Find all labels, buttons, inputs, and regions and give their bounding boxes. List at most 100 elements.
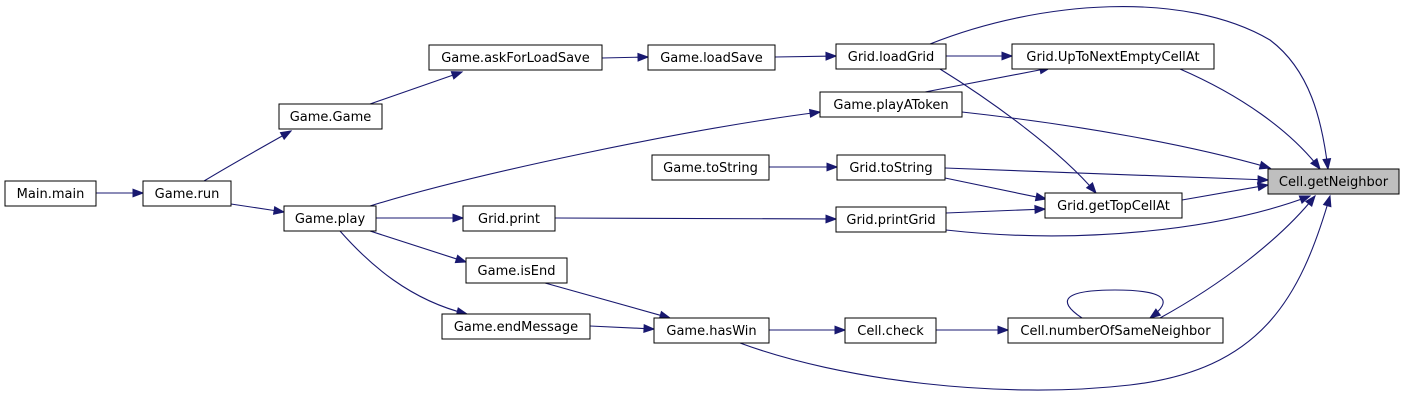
node-box[interactable] xyxy=(462,205,556,232)
node-box[interactable] xyxy=(1267,168,1400,195)
edge-game_toString-to-grid_toString xyxy=(769,162,839,172)
node-label: Game.run xyxy=(155,187,220,202)
node-box[interactable] xyxy=(1007,317,1224,344)
node-label: Cell.getNeighbor xyxy=(1279,175,1389,190)
node-main-main[interactable]: Main.main xyxy=(4,180,97,207)
node-label: Grid.loadGrid xyxy=(848,50,934,65)
node-game-endMessage[interactable]: Game.endMessage xyxy=(441,313,591,340)
arrow-head xyxy=(279,130,293,141)
node-game-hasWin[interactable]: Game.hasWin xyxy=(653,317,770,344)
node-label: Game.loadSave xyxy=(660,51,763,66)
edge-cell_numberOfSameNeighbor-to-cell_getNeighbor xyxy=(1159,194,1316,319)
node-grid-loadGrid[interactable]: Grid.loadGrid xyxy=(835,43,947,70)
arrow-head xyxy=(825,51,838,61)
arrow-head xyxy=(637,52,650,62)
node-grid-toString[interactable]: Grid.toString xyxy=(836,154,946,181)
arrow-head xyxy=(1298,195,1312,204)
node-cell-getNeighbor[interactable]: Cell.getNeighbor xyxy=(1267,168,1400,195)
node-game-isEnd[interactable]: Game.isEnd xyxy=(465,257,568,284)
node-label: Grid.toString xyxy=(849,161,932,176)
node-label: Cell.numberOfSameNeighbor xyxy=(1020,324,1211,339)
edge-grid_getTopCellAt-to-cell_getNeighbor xyxy=(1181,182,1270,201)
node-grid-print[interactable]: Grid.print xyxy=(462,205,556,232)
node-label: Game.hasWin xyxy=(666,324,756,339)
node-box[interactable] xyxy=(835,206,947,233)
node-box[interactable] xyxy=(653,317,770,344)
node-label: Game.toString xyxy=(663,161,758,176)
node-box[interactable] xyxy=(283,205,377,232)
edge-game_loadSave-to-grid_loadGrid xyxy=(774,51,838,61)
edge-grid_printGrid-to-grid_getTopCellAt xyxy=(945,204,1047,214)
arrow-head xyxy=(1304,194,1316,208)
arrow-head xyxy=(809,108,822,118)
node-game-play[interactable]: Game.play xyxy=(283,205,377,232)
edge-game_hasWin-to-cell_check xyxy=(769,325,847,335)
node-box[interactable] xyxy=(142,180,232,207)
node-grid-printGrid[interactable]: Grid.printGrid xyxy=(835,206,947,233)
edge-grid_loadGrid-to-grid_getTopCellAt xyxy=(939,68,1097,195)
node-cell-numberOfSameNeighbor[interactable]: Cell.numberOfSameNeighbor xyxy=(1007,317,1224,344)
node-box[interactable] xyxy=(465,257,568,284)
edge-cell_check-to-cell_numberOfSameNeighbor xyxy=(936,325,1010,335)
node-cell-check[interactable]: Cell.check xyxy=(844,317,937,344)
arrow-head xyxy=(1256,182,1270,192)
node-game-run[interactable]: Game.run xyxy=(142,180,232,207)
arrow-head xyxy=(452,213,465,223)
node-box[interactable] xyxy=(278,103,383,130)
node-box[interactable] xyxy=(836,154,946,181)
node-grid-upToNextEmptyCellAt[interactable]: Grid.UpToNextEmptyCellAt xyxy=(1011,43,1215,70)
arrow-head xyxy=(450,71,464,80)
arrow-head xyxy=(1258,160,1272,170)
edge-grid_print-to-grid_printGrid xyxy=(554,214,838,224)
node-box[interactable] xyxy=(1044,192,1183,219)
node-label: Game.askForLoadSave xyxy=(441,51,590,66)
edge-cell_numberOfSameNeighbor-to-cell_numberOfSameNeighbor xyxy=(1067,289,1164,319)
node-label: Main.main xyxy=(17,187,85,202)
node-label: Grid.UpToNextEmptyCellAt xyxy=(1026,50,1199,65)
edge-game_playAToken-to-grid_upToNextEmptyCellAt xyxy=(924,65,1052,93)
edge-game_askForLoadSave-to-game_loadSave xyxy=(601,52,650,62)
node-box[interactable] xyxy=(4,180,97,207)
edge-grid_printGrid-to-cell_getNeighbor xyxy=(945,195,1312,237)
node-box[interactable] xyxy=(844,317,937,344)
edge-grid_toString-to-cell_getNeighbor xyxy=(944,167,1270,185)
arrow-head xyxy=(1148,308,1162,319)
node-box[interactable] xyxy=(647,44,776,71)
edge-game_run-to-game_game xyxy=(203,130,293,182)
node-box[interactable] xyxy=(428,44,603,71)
node-grid-getTopCellAt[interactable]: Grid.getTopCellAt xyxy=(1044,192,1183,219)
edge-game_play-to-game_playAToken xyxy=(369,108,822,207)
edge-game_endMessage-to-game_hasWin xyxy=(589,323,656,334)
node-label: Game.Game xyxy=(290,110,372,125)
arrow-head xyxy=(826,162,839,172)
edge-grid_toString-to-grid_getTopCellAt xyxy=(944,177,1048,202)
edge-grid_loadGrid-to-grid_upToNextEmptyCellAt xyxy=(946,51,1014,61)
node-game-game[interactable]: Game.Game xyxy=(278,103,383,130)
arrow-head xyxy=(132,188,145,198)
arrow-head xyxy=(1322,194,1332,208)
node-game-playAToken[interactable]: Game.playAToken xyxy=(819,91,963,118)
node-box[interactable] xyxy=(651,154,770,181)
arrow-head xyxy=(834,325,847,335)
arrow-head xyxy=(825,214,838,224)
node-label: Game.isEnd xyxy=(478,264,556,279)
arrow-head xyxy=(272,205,286,215)
node-game-loadSave[interactable]: Game.loadSave xyxy=(647,44,776,71)
node-game-askForLoadSave[interactable]: Game.askForLoadSave xyxy=(428,44,603,71)
arrow-head xyxy=(1034,204,1047,214)
node-label: Game.play xyxy=(295,212,366,227)
node-box[interactable] xyxy=(1011,43,1215,70)
node-label: Grid.print xyxy=(478,212,540,227)
node-label: Game.endMessage xyxy=(454,320,578,335)
edge-game_play-to-game_endMessage xyxy=(339,230,469,316)
node-box[interactable] xyxy=(819,91,963,118)
node-label: Cell.check xyxy=(857,324,924,339)
node-game-toString[interactable]: Game.toString xyxy=(651,154,770,181)
arrow-head xyxy=(1322,158,1332,171)
arrow-head xyxy=(997,325,1010,335)
edge-game_playAToken-to-cell_getNeighbor xyxy=(961,111,1272,170)
node-box[interactable] xyxy=(441,313,591,340)
node-box[interactable] xyxy=(835,43,947,70)
node-label: Grid.printGrid xyxy=(846,213,935,228)
